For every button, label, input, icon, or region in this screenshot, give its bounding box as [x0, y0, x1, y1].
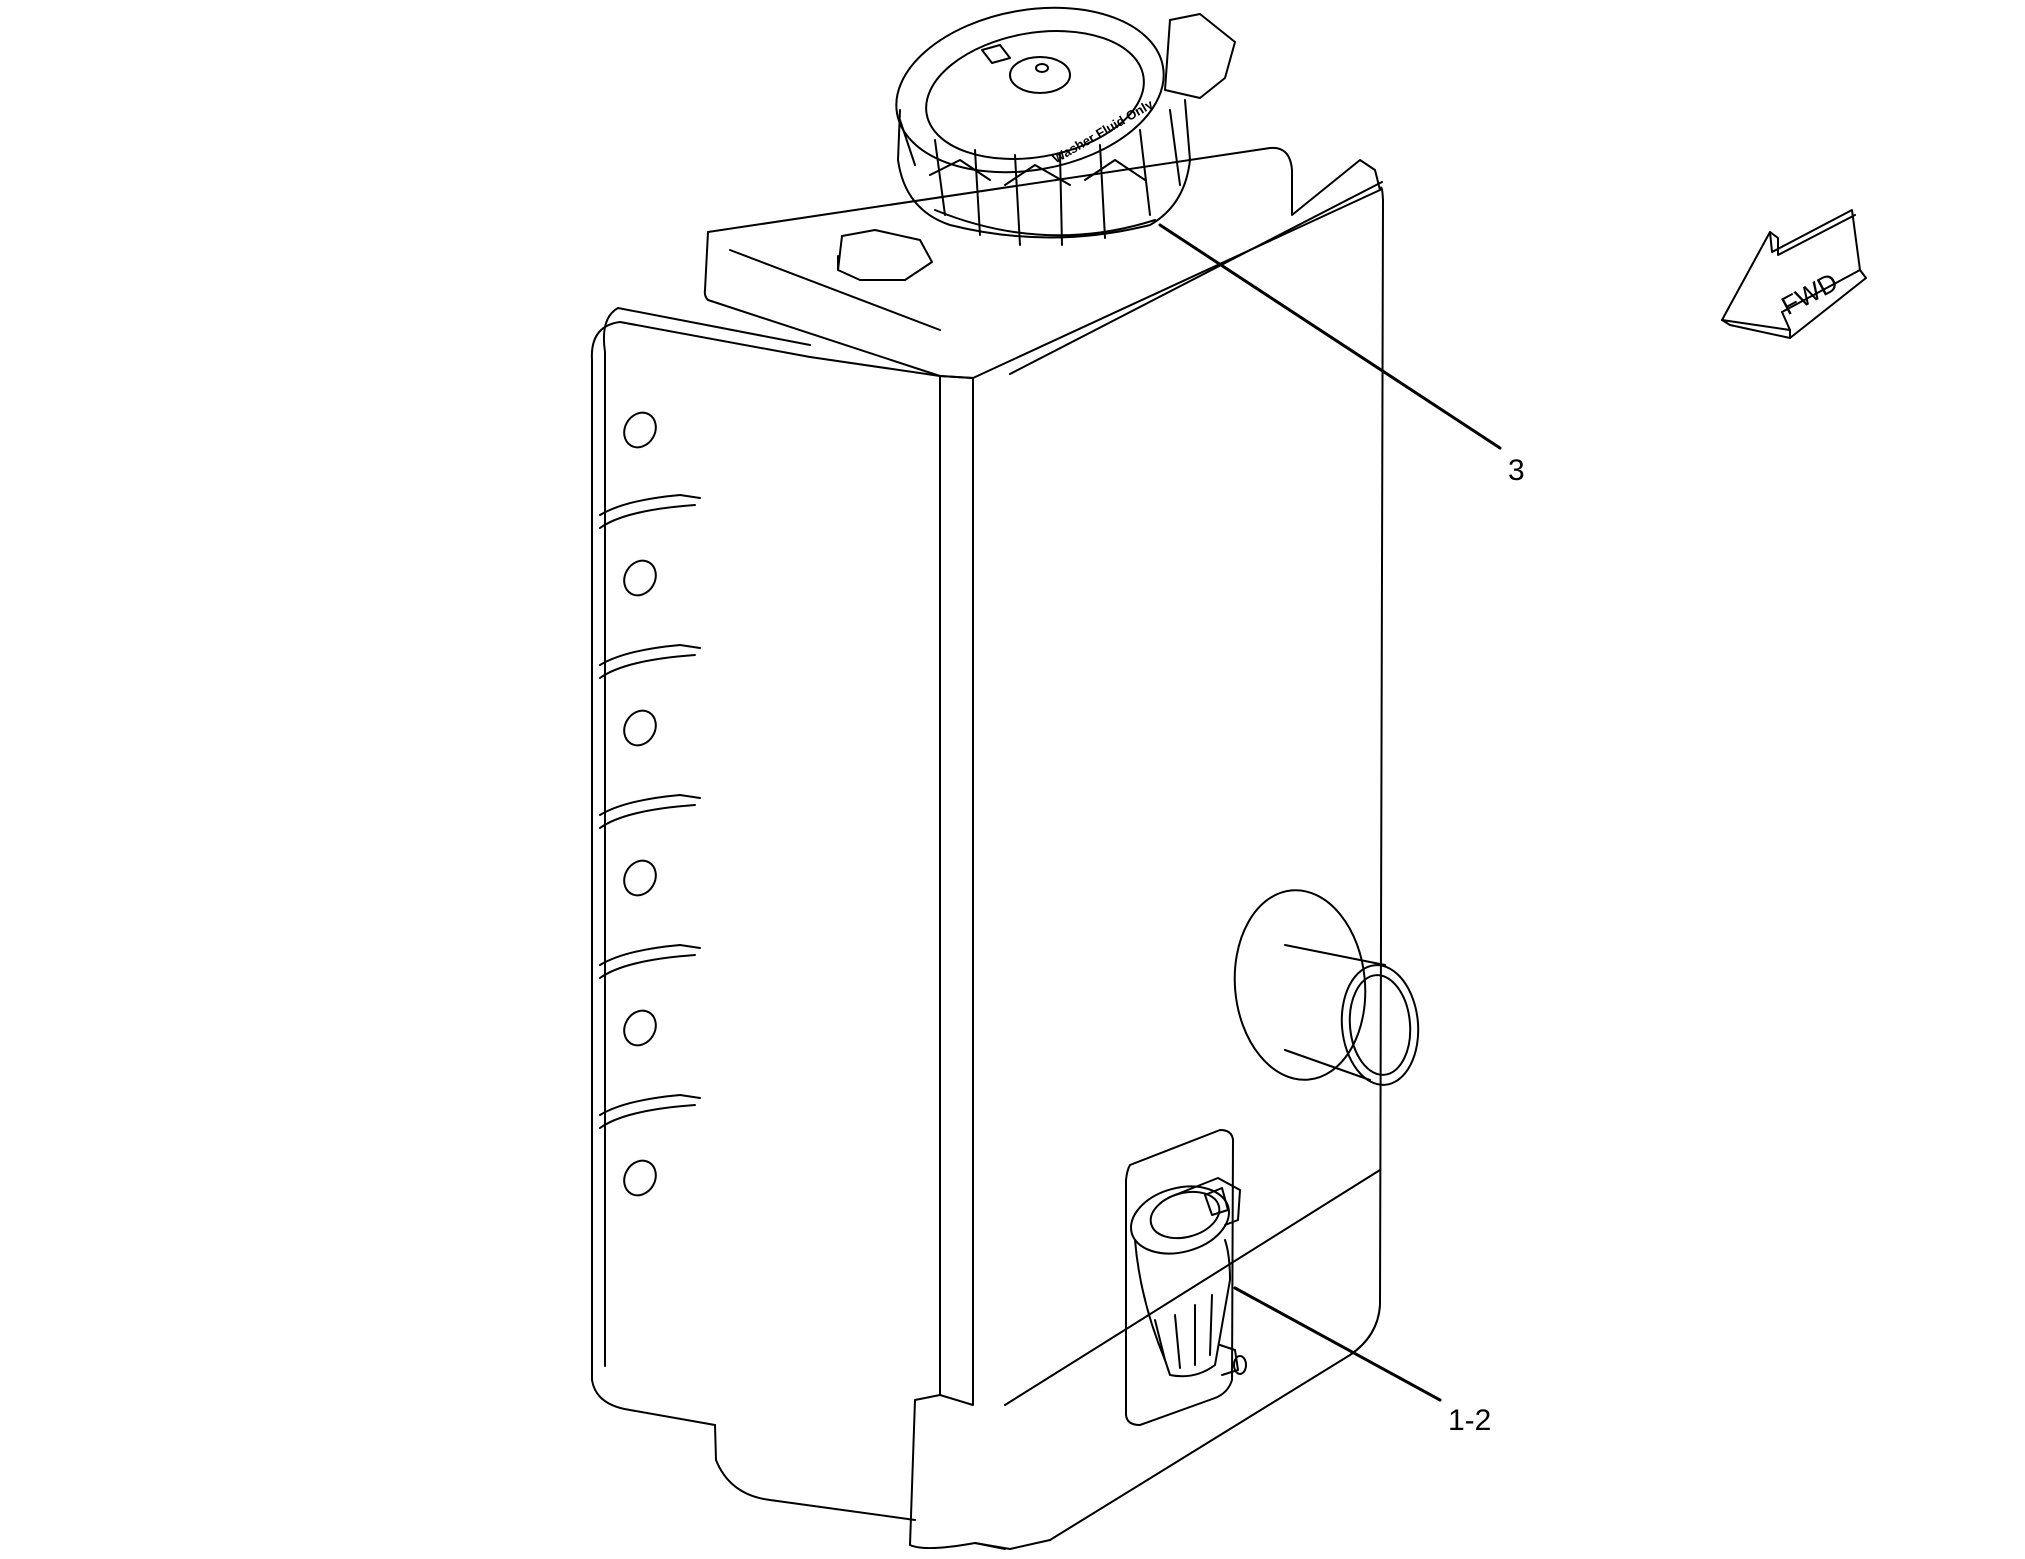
tank-lower-step-line	[1004, 1169, 1381, 1406]
flange-ribs	[599, 494, 701, 1129]
fwd-arrow-icon	[1721, 209, 1867, 339]
cap-logo-icon	[981, 44, 1011, 64]
cap-grip-ridges	[899, 109, 1181, 246]
pump-top	[1129, 1185, 1231, 1255]
pump-ribs	[1154, 1294, 1213, 1369]
pump-outlet-nozzle	[1219, 1344, 1247, 1376]
tank-top	[703, 146, 1381, 379]
washer-reservoir	[590, 13, 1420, 1550]
pump-body	[1134, 1239, 1231, 1378]
cap-top-inner	[925, 30, 1145, 160]
rear-plug	[1164, 13, 1236, 99]
tank-top-edge	[729, 181, 1383, 375]
cap-center-boss	[1009, 56, 1071, 94]
leader-line-3	[1158, 223, 1502, 450]
washer-pump[interactable]	[1123, 1129, 1247, 1426]
tank-lower-step	[909, 1394, 1006, 1550]
cap-center-dot	[1035, 63, 1049, 73]
cap-base-ring	[934, 209, 1156, 237]
tank-right-face	[974, 186, 1384, 1550]
tank-front-left-edge	[809, 356, 974, 1396]
mounting-flange	[590, 321, 811, 1426]
top-plug	[837, 229, 933, 281]
pump-electrical-connector	[1174, 1177, 1241, 1226]
pump-mount-bracket	[1125, 1129, 1234, 1426]
filler-cap[interactable]	[883, 0, 1191, 246]
leader-line-1-2	[1233, 1286, 1442, 1402]
tank-front-face	[939, 375, 974, 1406]
flange-holes	[623, 411, 657, 1197]
mounting-flange-inner	[602, 307, 811, 1367]
outlet-tube	[1233, 889, 1420, 1086]
callout-label: 3	[1508, 454, 1525, 487]
callout-label: 1-2	[1448, 1404, 1491, 1437]
cap-skirt	[897, 99, 1191, 239]
tank-bottom	[714, 1424, 916, 1521]
cap-top	[895, 6, 1165, 174]
fwd-label: FWD	[1776, 267, 1842, 321]
